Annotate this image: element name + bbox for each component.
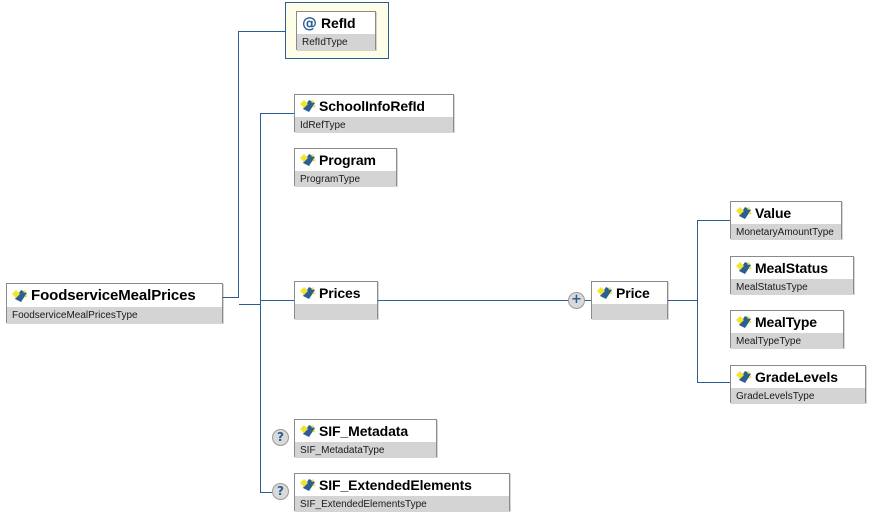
node-sif-extendedelements[interactable]: SIF_ExtendedElements SIF_ExtendedElement… bbox=[294, 473, 510, 512]
node-type: IdRefType bbox=[300, 119, 346, 131]
node-type-row: FoodserviceMealPricesType bbox=[7, 307, 222, 323]
node-type: MonetaryAmountType bbox=[736, 226, 834, 238]
connector-root-stub bbox=[223, 297, 239, 298]
node-title-row: MealType bbox=[731, 311, 843, 333]
node-type-row bbox=[592, 304, 667, 320]
connector-to-sif-extendedelements bbox=[260, 492, 272, 493]
node-name: Price bbox=[616, 285, 650, 301]
node-prices[interactable]: Prices bbox=[294, 281, 378, 320]
node-type-row: MealTypeType bbox=[731, 333, 843, 349]
node-name: Program bbox=[319, 152, 376, 168]
node-name: SchoolInfoRefId bbox=[319, 98, 425, 114]
element-icon bbox=[299, 99, 316, 113]
node-name: SIF_ExtendedElements bbox=[319, 477, 472, 493]
connector-to-schoolinforefid bbox=[260, 113, 294, 114]
node-name: MealType bbox=[755, 314, 817, 330]
node-title-row: SIF_Metadata bbox=[295, 420, 436, 442]
node-type-row: SIF_ExtendedElementsType bbox=[295, 496, 509, 512]
element-icon bbox=[735, 370, 752, 384]
node-type-row: MealStatusType bbox=[731, 279, 853, 295]
connector-plus-to-price bbox=[585, 300, 592, 301]
node-refid[interactable]: @ RefId RefIdType bbox=[296, 11, 376, 50]
node-type: FoodserviceMealPricesType bbox=[12, 309, 138, 321]
connector-to-refid bbox=[238, 31, 286, 32]
connector-element-trunk bbox=[260, 113, 261, 492]
node-value[interactable]: Value MonetaryAmountType bbox=[730, 201, 842, 240]
node-name: SIF_Metadata bbox=[319, 423, 409, 439]
connector-to-prices bbox=[260, 300, 294, 301]
node-type: ProgramType bbox=[300, 173, 361, 185]
node-sif-metadata[interactable]: SIF_Metadata SIF_MetadataType bbox=[294, 419, 437, 458]
node-type-row: ProgramType bbox=[295, 171, 396, 187]
connector-to-gradelevels bbox=[697, 382, 731, 383]
element-icon bbox=[11, 289, 28, 303]
node-title-row: MealStatus bbox=[731, 257, 853, 279]
element-icon bbox=[735, 206, 752, 220]
node-type-row: MonetaryAmountType bbox=[731, 224, 841, 240]
element-icon bbox=[735, 315, 752, 329]
connector-price-trunk bbox=[697, 220, 698, 382]
element-icon bbox=[299, 424, 316, 438]
node-foodservicemealprices[interactable]: FoodserviceMealPrices FoodserviceMealPri… bbox=[6, 283, 223, 323]
node-mealtype[interactable]: MealType MealTypeType bbox=[730, 310, 844, 349]
element-icon bbox=[735, 261, 752, 275]
node-title-row: Value bbox=[731, 202, 841, 224]
node-title-row: FoodserviceMealPrices bbox=[7, 284, 222, 307]
node-type: SIF_MetadataType bbox=[300, 444, 385, 456]
node-program[interactable]: Program ProgramType bbox=[294, 148, 397, 187]
node-title-row: Program bbox=[295, 149, 396, 171]
element-icon bbox=[299, 286, 316, 300]
node-gradelevels[interactable]: GradeLevels GradeLevelsType bbox=[730, 365, 866, 404]
node-schoolinforefid[interactable]: SchoolInfoRefId IdRefType bbox=[294, 94, 454, 133]
connector-attribute-trunk bbox=[238, 31, 239, 298]
node-mealstatus[interactable]: MealStatus MealStatusType bbox=[730, 256, 854, 295]
node-price[interactable]: Price bbox=[591, 281, 668, 320]
node-title-row: GradeLevels bbox=[731, 366, 865, 388]
connector-to-value bbox=[697, 220, 731, 221]
node-type-row bbox=[295, 304, 377, 320]
element-icon bbox=[299, 153, 316, 167]
node-type: RefIdType bbox=[302, 36, 348, 48]
node-type: MealStatusType bbox=[736, 281, 808, 293]
node-name: MealStatus bbox=[755, 260, 828, 276]
node-type-row: RefIdType bbox=[297, 34, 375, 50]
node-name: Value bbox=[755, 205, 792, 221]
node-title-row: SchoolInfoRefId bbox=[295, 95, 453, 117]
connector-root-to-element-trunk bbox=[239, 304, 261, 305]
node-type: SIF_ExtendedElementsType bbox=[300, 498, 427, 510]
element-icon bbox=[299, 478, 316, 492]
node-type: MealTypeType bbox=[736, 335, 802, 347]
connector-price-stub bbox=[668, 300, 698, 301]
node-type-row: GradeLevelsType bbox=[731, 388, 865, 404]
node-title-row: Prices bbox=[295, 282, 377, 304]
node-type-row: IdRefType bbox=[295, 117, 453, 133]
node-type: GradeLevelsType bbox=[736, 390, 815, 402]
node-title-row: SIF_ExtendedElements bbox=[295, 474, 509, 496]
node-name: RefId bbox=[321, 15, 356, 31]
attribute-at-icon: @ bbox=[302, 13, 317, 32]
node-name: GradeLevels bbox=[755, 369, 838, 385]
node-name: FoodserviceMealPrices bbox=[31, 286, 196, 304]
node-title-row: Price bbox=[592, 282, 667, 304]
node-name: Prices bbox=[319, 285, 361, 301]
optional-marker-sif-metadata[interactable]: ? bbox=[272, 429, 289, 446]
connector-prices-to-price bbox=[378, 300, 569, 301]
node-type-row: SIF_MetadataType bbox=[295, 442, 436, 458]
optional-marker-sif-extendedelements[interactable]: ? bbox=[272, 483, 289, 500]
expand-price-button[interactable]: + bbox=[568, 292, 585, 309]
element-icon bbox=[596, 286, 613, 300]
node-title-row: @ RefId bbox=[297, 12, 375, 34]
